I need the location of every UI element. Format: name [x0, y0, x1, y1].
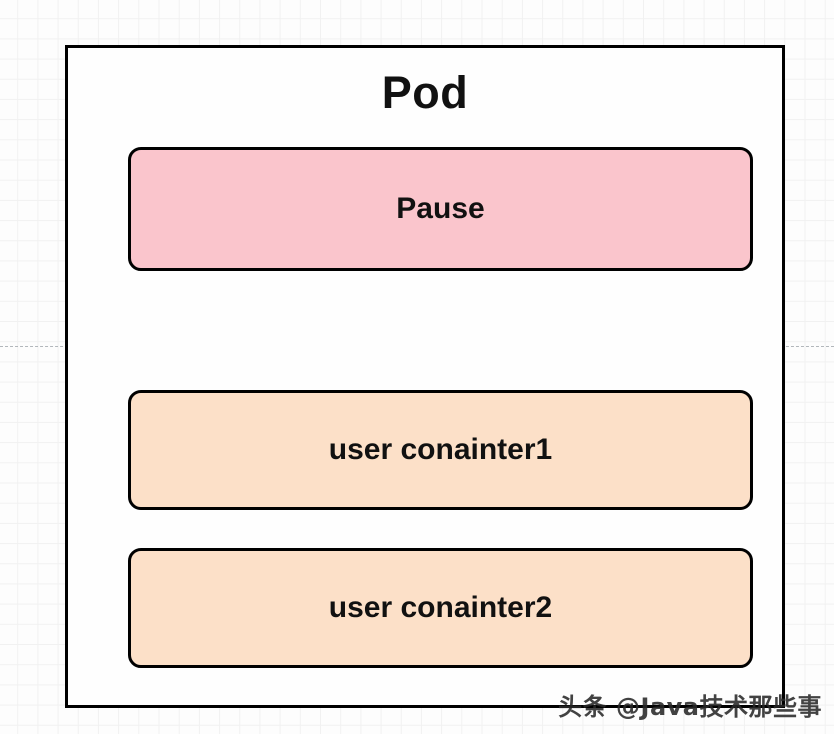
watermark-text: 头条 @Java技术那些事: [558, 693, 822, 721]
user-container1-box[interactable]: user conainter1: [128, 390, 753, 510]
pod-container-box[interactable]: Pod Pause user conainter1 user conainter…: [65, 45, 785, 708]
pause-container-label: Pause: [396, 192, 485, 225]
user-container2-label: user conainter2: [328, 591, 553, 624]
pause-container-box[interactable]: Pause: [128, 147, 753, 271]
user-container1-label: user conainter1: [328, 433, 553, 466]
page-title: Pod: [381, 67, 469, 118]
user-container2-box[interactable]: user conainter2: [128, 548, 753, 668]
